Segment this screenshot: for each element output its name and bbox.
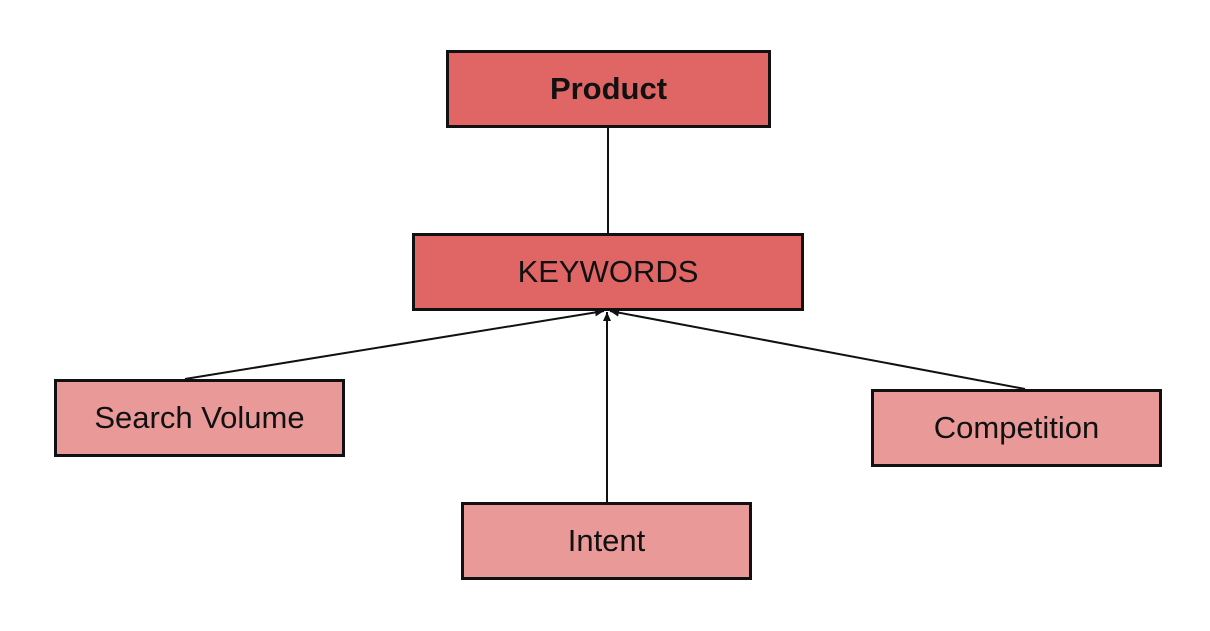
node-product-label: Product [549,71,668,106]
edge-competition-keywords [609,308,1026,390]
node-competition-label: Competition [933,410,1100,445]
edge-search-volume-keywords [184,308,605,380]
node-search-volume-label: Search Volume [94,400,305,435]
node-keywords-label: KEYWORDS [517,254,699,289]
node-product: Product [446,50,771,128]
node-search-volume: Search Volume [54,379,345,457]
node-intent: Intent [461,502,752,580]
node-competition: Competition [871,389,1162,467]
node-intent-label: Intent [567,523,646,558]
node-keywords: KEYWORDS [412,233,804,311]
